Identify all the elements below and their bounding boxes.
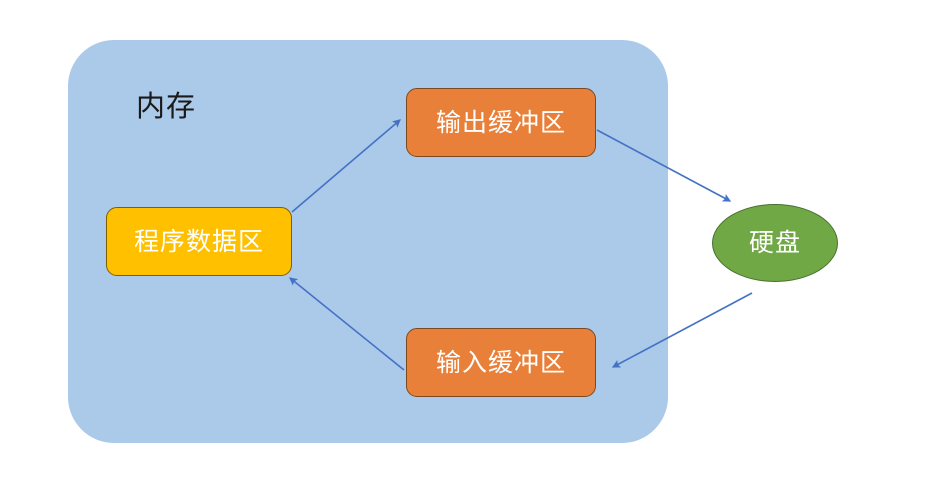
node-disk[interactable]: 硬盘 — [712, 204, 838, 282]
node-input-buffer-label: 输入缓冲区 — [435, 347, 566, 377]
node-disk-label: 硬盘 — [748, 228, 801, 257]
node-program-data[interactable]: 程序数据区 — [106, 207, 292, 276]
node-input-buffer[interactable]: 输入缓冲区 — [406, 328, 596, 397]
node-program-data-label: 程序数据区 — [133, 226, 264, 256]
node-output-buffer[interactable]: 输出缓冲区 — [406, 88, 596, 157]
memory-container-label: 内存 — [136, 89, 197, 123]
node-output-buffer-label: 输出缓冲区 — [435, 107, 566, 137]
